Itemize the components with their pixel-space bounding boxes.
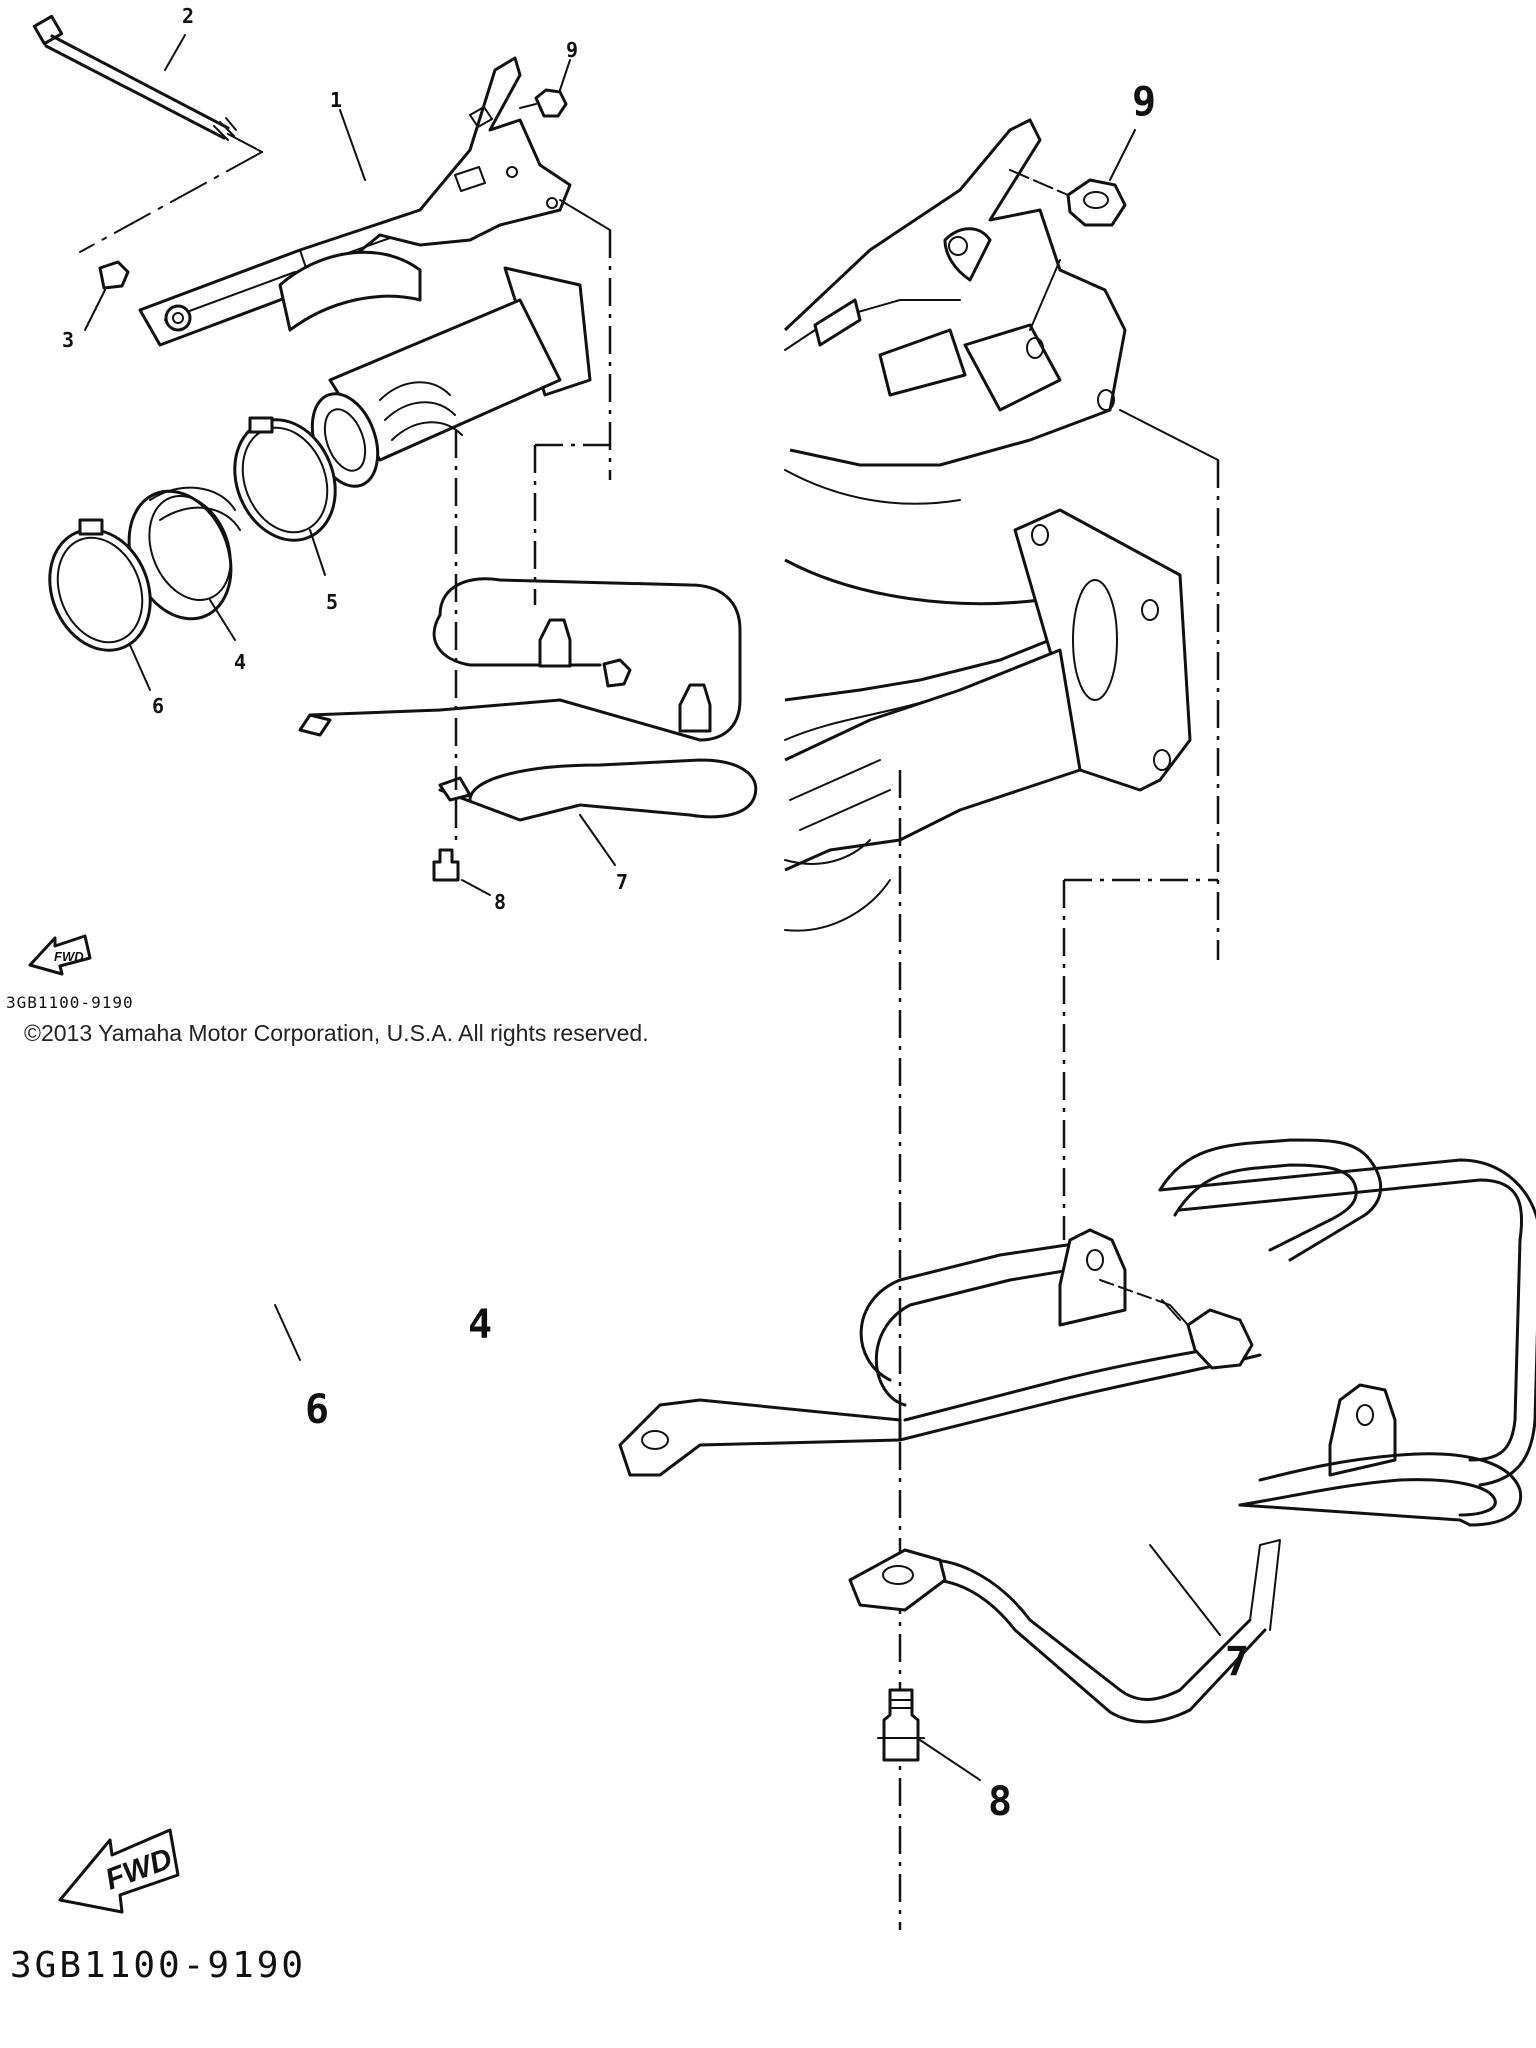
callout-2-small: 2 [182, 4, 195, 28]
guard-bolt-small [602, 658, 632, 688]
overview-diagram: FWD [28, 14, 758, 976]
bolt-8-small [432, 848, 460, 882]
bolt-8-detail [877, 1688, 925, 1762]
clip-small [98, 260, 130, 290]
fwd-arrow-large: FWD [58, 1828, 180, 1914]
diagram-code-large: 3GB1100-9190 [10, 1945, 307, 1986]
nut-small [534, 88, 568, 118]
callout-5-small: 5 [326, 590, 339, 614]
fwd-label-small: FWD [54, 949, 84, 964]
detail-diagram: FWD [58, 118, 1536, 1930]
swingarm-detail [783, 118, 1127, 505]
swingarm-pivot-bolt-small [32, 14, 237, 141]
rubber-boot-4-small [127, 486, 241, 621]
fwd-arrow-small: FWD [28, 934, 92, 976]
band-clamp-6-small [48, 518, 152, 652]
band-clamp-5-small [233, 416, 337, 542]
callout-8-large: 8 [988, 1779, 1013, 1825]
callout-9-small: 9 [566, 38, 579, 62]
swingarm-guard-small [298, 577, 758, 822]
callout-8-small: 8 [494, 890, 507, 914]
callout-6-large: 6 [305, 1387, 330, 1433]
callout-9-large: 9 [1132, 79, 1157, 125]
callout-7-large: 7 [1225, 1639, 1250, 1685]
guard-bolt-detail [1161, 1299, 1254, 1370]
callout-4-large: 4 [468, 1302, 493, 1348]
callout-3-small: 3 [62, 328, 75, 352]
diagram-code-small: 3GB1100-9190 [6, 993, 134, 1012]
callout-7-small: 7 [616, 870, 629, 894]
callout-1-small: 1 [330, 88, 343, 112]
copyright-notice: ©2013 Yamaha Motor Corporation, U.S.A. A… [24, 1020, 649, 1046]
callout-6-small: 6 [152, 694, 165, 718]
final-drive-housing-detail [784, 508, 1192, 932]
swingarm-small [138, 56, 572, 347]
swingarm-guard-detail [618, 1138, 1536, 1724]
final-drive-housing-small [278, 250, 592, 488]
nut-9-detail [1066, 178, 1127, 227]
callout-4-small: 4 [234, 650, 247, 674]
